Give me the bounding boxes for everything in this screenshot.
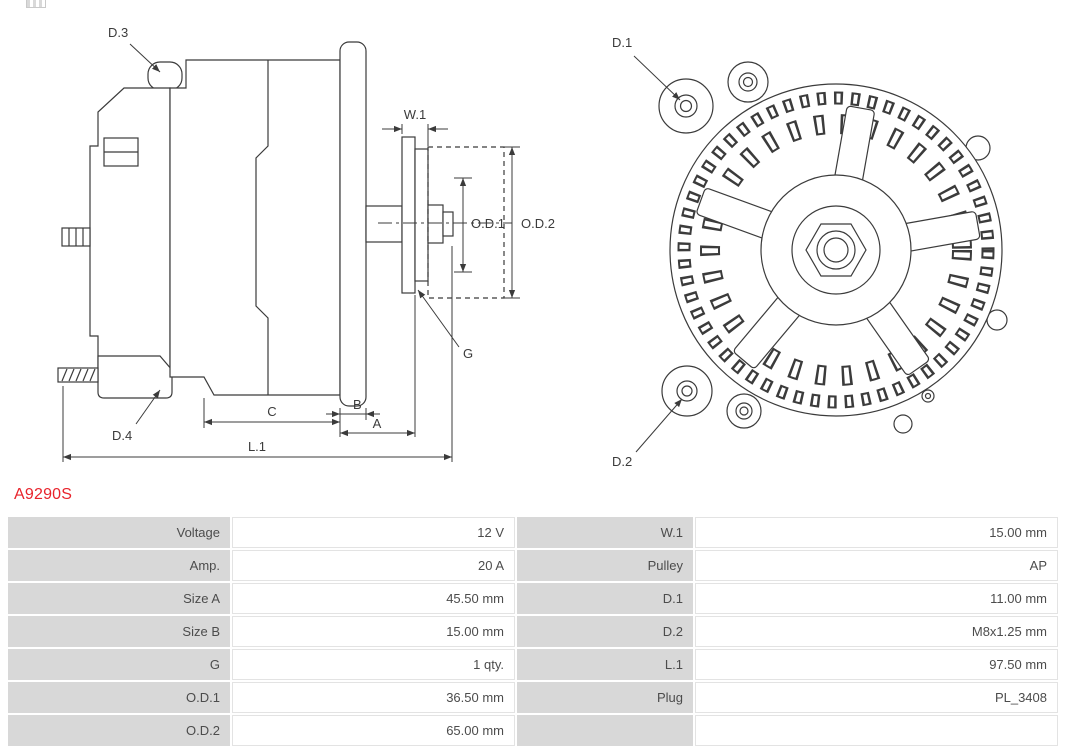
front-flange — [339, 41, 367, 407]
dim-label-od1: O.D.1 — [471, 216, 505, 231]
mounting-holes — [674, 72, 758, 420]
spec-label-cell — [517, 715, 693, 746]
spec-label-cell: O.D.1 — [8, 682, 230, 713]
spec-value-cell: M8x1.25 mm — [695, 616, 1058, 647]
spec-label-cell: Voltage — [8, 517, 230, 548]
spec-value-cell: 97.50 mm — [695, 649, 1058, 680]
side-dimension-lines — [62, 43, 520, 462]
spec-label-cell: Plug — [517, 682, 693, 713]
main-body — [169, 59, 341, 396]
spec-value-cell: 15.00 mm — [232, 616, 515, 647]
spec-table: Voltage 12 V W.1 15.00 mm Amp. 20 A Pull… — [8, 517, 1058, 746]
technical-diagrams: D.3 D.4 W.1 O.D.1 O.D.2 G B C A L.1 — [57, 25, 1008, 469]
spec-label-cell: D.2 — [517, 616, 693, 647]
spec-value-cell: 65.00 mm — [232, 715, 515, 746]
spec-value-cell: 12 V — [232, 517, 515, 548]
dim-label-w1: W.1 — [404, 107, 426, 122]
spec-value-cell — [695, 715, 1058, 746]
dim-label-a: A — [373, 416, 382, 431]
spec-label-cell: G — [8, 649, 230, 680]
dim-label-od2: O.D.2 — [521, 216, 555, 231]
spec-value-cell: 1 qty. — [232, 649, 515, 680]
shaft — [365, 205, 403, 243]
alternator-side-view: D.3 D.4 W.1 O.D.1 O.D.2 G B C A L.1 — [57, 25, 555, 462]
alternator-front-view: D.1 D.2 — [612, 35, 1008, 469]
spec-value-cell: 15.00 mm — [695, 517, 1058, 548]
cropped-logo-artifact — [26, 0, 46, 8]
dim-label-d4: D.4 — [112, 428, 132, 443]
spec-label-cell: D.1 — [517, 583, 693, 614]
dim-label-d3: D.3 — [108, 25, 128, 40]
rear-housing — [89, 87, 171, 391]
spec-value-cell: PL_3408 — [695, 682, 1058, 713]
technical-diagram-canvas: D.3 D.4 W.1 O.D.1 O.D.2 G B C A L.1 — [57, 25, 1008, 469]
spec-label-cell: O.D.2 — [8, 715, 230, 746]
spec-label-cell: Size B — [8, 616, 230, 647]
spec-value-cell: 11.00 mm — [695, 583, 1058, 614]
spec-label-cell: Size A — [8, 583, 230, 614]
front-dimension-lines — [633, 55, 683, 453]
pulley-side — [401, 136, 454, 294]
spec-label-cell: Amp. — [8, 550, 230, 581]
spec-value-cell: 36.50 mm — [232, 682, 515, 713]
spec-label-cell: W.1 — [517, 517, 693, 548]
spec-value-cell: AP — [695, 550, 1058, 581]
spec-value-cell: 45.50 mm — [232, 583, 515, 614]
dim-label-d2: D.2 — [612, 454, 632, 469]
spec-label-cell: Pulley — [517, 550, 693, 581]
pulley-front — [760, 174, 912, 326]
spec-label-cell: L.1 — [517, 649, 693, 680]
terminal-connector — [61, 227, 91, 247]
part-number: A9290S — [14, 486, 73, 503]
threaded-stud — [57, 367, 99, 383]
dim-label-l1: L.1 — [248, 439, 266, 454]
dim-label-d1: D.1 — [612, 35, 632, 50]
spec-value-cell: 20 A — [232, 550, 515, 581]
dim-label-b: B — [353, 397, 362, 412]
side-bottom-lug — [97, 355, 173, 399]
dim-label-g: G — [463, 346, 473, 361]
dim-label-c: C — [267, 404, 276, 419]
